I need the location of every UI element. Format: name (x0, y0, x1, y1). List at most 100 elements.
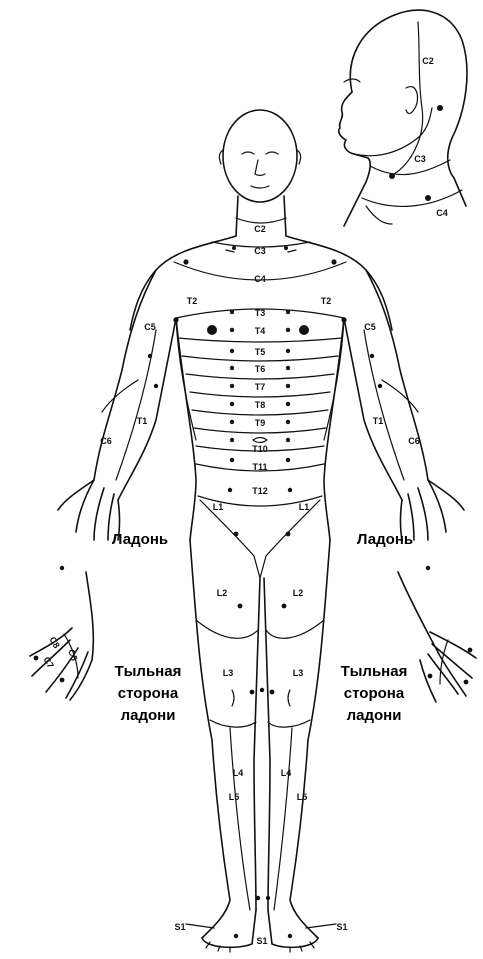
palm-label-right: Ладонь (357, 531, 413, 548)
neck-base (362, 190, 462, 206)
dot-s1-left-b (234, 934, 238, 938)
dot-t2-right (341, 317, 346, 322)
back-label-left-3: ладони (121, 707, 176, 724)
arm-left-inner (118, 318, 176, 500)
dot-l3-right (270, 690, 275, 695)
label-t9: T9 (255, 418, 266, 428)
dot-l3-left (250, 690, 255, 695)
jaw-line (354, 108, 432, 156)
dot-t11-right (286, 458, 290, 462)
dot-t8-right (286, 402, 290, 406)
label-l2-left: L2 (217, 588, 228, 598)
dot-t5-right (286, 349, 290, 353)
head-label-c3: C3 (414, 154, 426, 164)
palm-label-left: Ладонь (112, 531, 168, 548)
dot-l1-right (286, 532, 291, 537)
label-t11: T11 (252, 462, 267, 472)
leg-right-outer (290, 540, 330, 938)
shoulder-line (366, 206, 392, 224)
dermatome-t7 (190, 392, 330, 397)
label-t7: T7 (255, 382, 266, 392)
dot-back-hand-right-b (464, 680, 469, 685)
dot-t8-left (230, 402, 234, 406)
back-label-right-1: Тыльная (341, 663, 408, 680)
face-nose (255, 160, 265, 176)
dot-c6-right (378, 384, 382, 388)
dot-back-hand-right-a (468, 648, 473, 653)
l4-boundary-left (230, 728, 250, 910)
navel (253, 438, 267, 443)
label-c6-right: C6 (408, 436, 420, 446)
arm-left-c6 (102, 380, 138, 412)
head-profile-inset: C2 C3 C4 (339, 10, 467, 226)
arm-right-inner (344, 318, 402, 500)
dot-t4-right (286, 328, 290, 332)
label-c5-left: C5 (144, 322, 156, 332)
label-c6-left: C6 (100, 436, 112, 446)
label-l4-right: L4 (281, 768, 292, 778)
leg-right-inner (264, 578, 270, 910)
leg-left-inner (254, 578, 260, 910)
c2-collar (236, 218, 286, 223)
label-s1-left: S1 (174, 922, 185, 932)
label-t12: T12 (252, 486, 268, 496)
dot-l2-right (282, 604, 287, 609)
neck-left (236, 196, 238, 236)
dot-c5-right (370, 354, 374, 358)
dot-c4-left (183, 259, 188, 264)
l3-boundary-left (210, 720, 256, 727)
dermatome-t4 (178, 338, 342, 342)
s1-pointer-left (186, 924, 214, 928)
label-s1-right: S1 (336, 922, 347, 932)
label-c3: C3 (254, 246, 266, 256)
dot-s1-right-b (288, 934, 292, 938)
back-label-right-2: сторона (344, 685, 405, 702)
l2-boundary-right (266, 620, 324, 638)
neck-collar (370, 160, 450, 175)
dot-t2-left (173, 317, 178, 322)
s1-pointer-right (306, 924, 336, 928)
dot-c4-right (331, 259, 336, 264)
head-dot-c2 (437, 105, 443, 111)
dermatome-t8 (192, 410, 328, 415)
label-t2-left: T2 (187, 296, 198, 306)
dot-t10-right (286, 438, 290, 442)
ribcage-right (324, 318, 344, 440)
dermatome-labels: C2 C3 C4 T2 T2 C5 C5 T1 T1 C6 C6 T3 T4 T… (41, 224, 419, 946)
label-l1-right: L1 (299, 502, 310, 512)
l4-boundary-right (274, 728, 292, 910)
label-t4: T4 (255, 326, 266, 336)
side-text: Ладонь Ладонь Тыльная сторона ладони Тыл… (112, 531, 413, 724)
dot-hand-right (426, 566, 430, 570)
dot-back-hand-right-c (428, 674, 433, 679)
knee-right (288, 690, 290, 706)
label-l3-left: L3 (223, 668, 234, 678)
arm-right-c6 (382, 380, 418, 412)
dot-l4-left (260, 688, 264, 692)
label-t6: T6 (255, 364, 266, 374)
dot-c6-left (154, 384, 158, 388)
dot-back-hand-left-a (34, 656, 39, 661)
l2-boundary-left (196, 620, 258, 638)
label-l2-right: L2 (293, 588, 304, 598)
front-body: C2 C3 C4 T2 T2 C5 C5 T1 T1 C6 C6 T3 T4 T… (30, 110, 476, 952)
dot-t12-left (228, 488, 232, 492)
torso-left (130, 236, 236, 330)
label-l3-right: L3 (293, 668, 304, 678)
hand-left (58, 480, 120, 540)
dot-l2-left (238, 604, 243, 609)
face-mouth (251, 186, 269, 188)
dot-c3-left (232, 246, 236, 250)
dot-t12-right (288, 488, 292, 492)
face-eyes (242, 152, 278, 154)
label-l1-left: L1 (213, 502, 224, 512)
dot-t9-right (286, 420, 290, 424)
dermatome-t6 (186, 374, 334, 379)
dot-t6-left (230, 366, 234, 370)
dot-t3-right (286, 310, 290, 314)
dot-t10-left (230, 438, 234, 442)
back-label-left-1: Тыльная (115, 663, 182, 680)
label-t1-right: T1 (373, 416, 384, 426)
leg-left-outer (190, 540, 230, 938)
